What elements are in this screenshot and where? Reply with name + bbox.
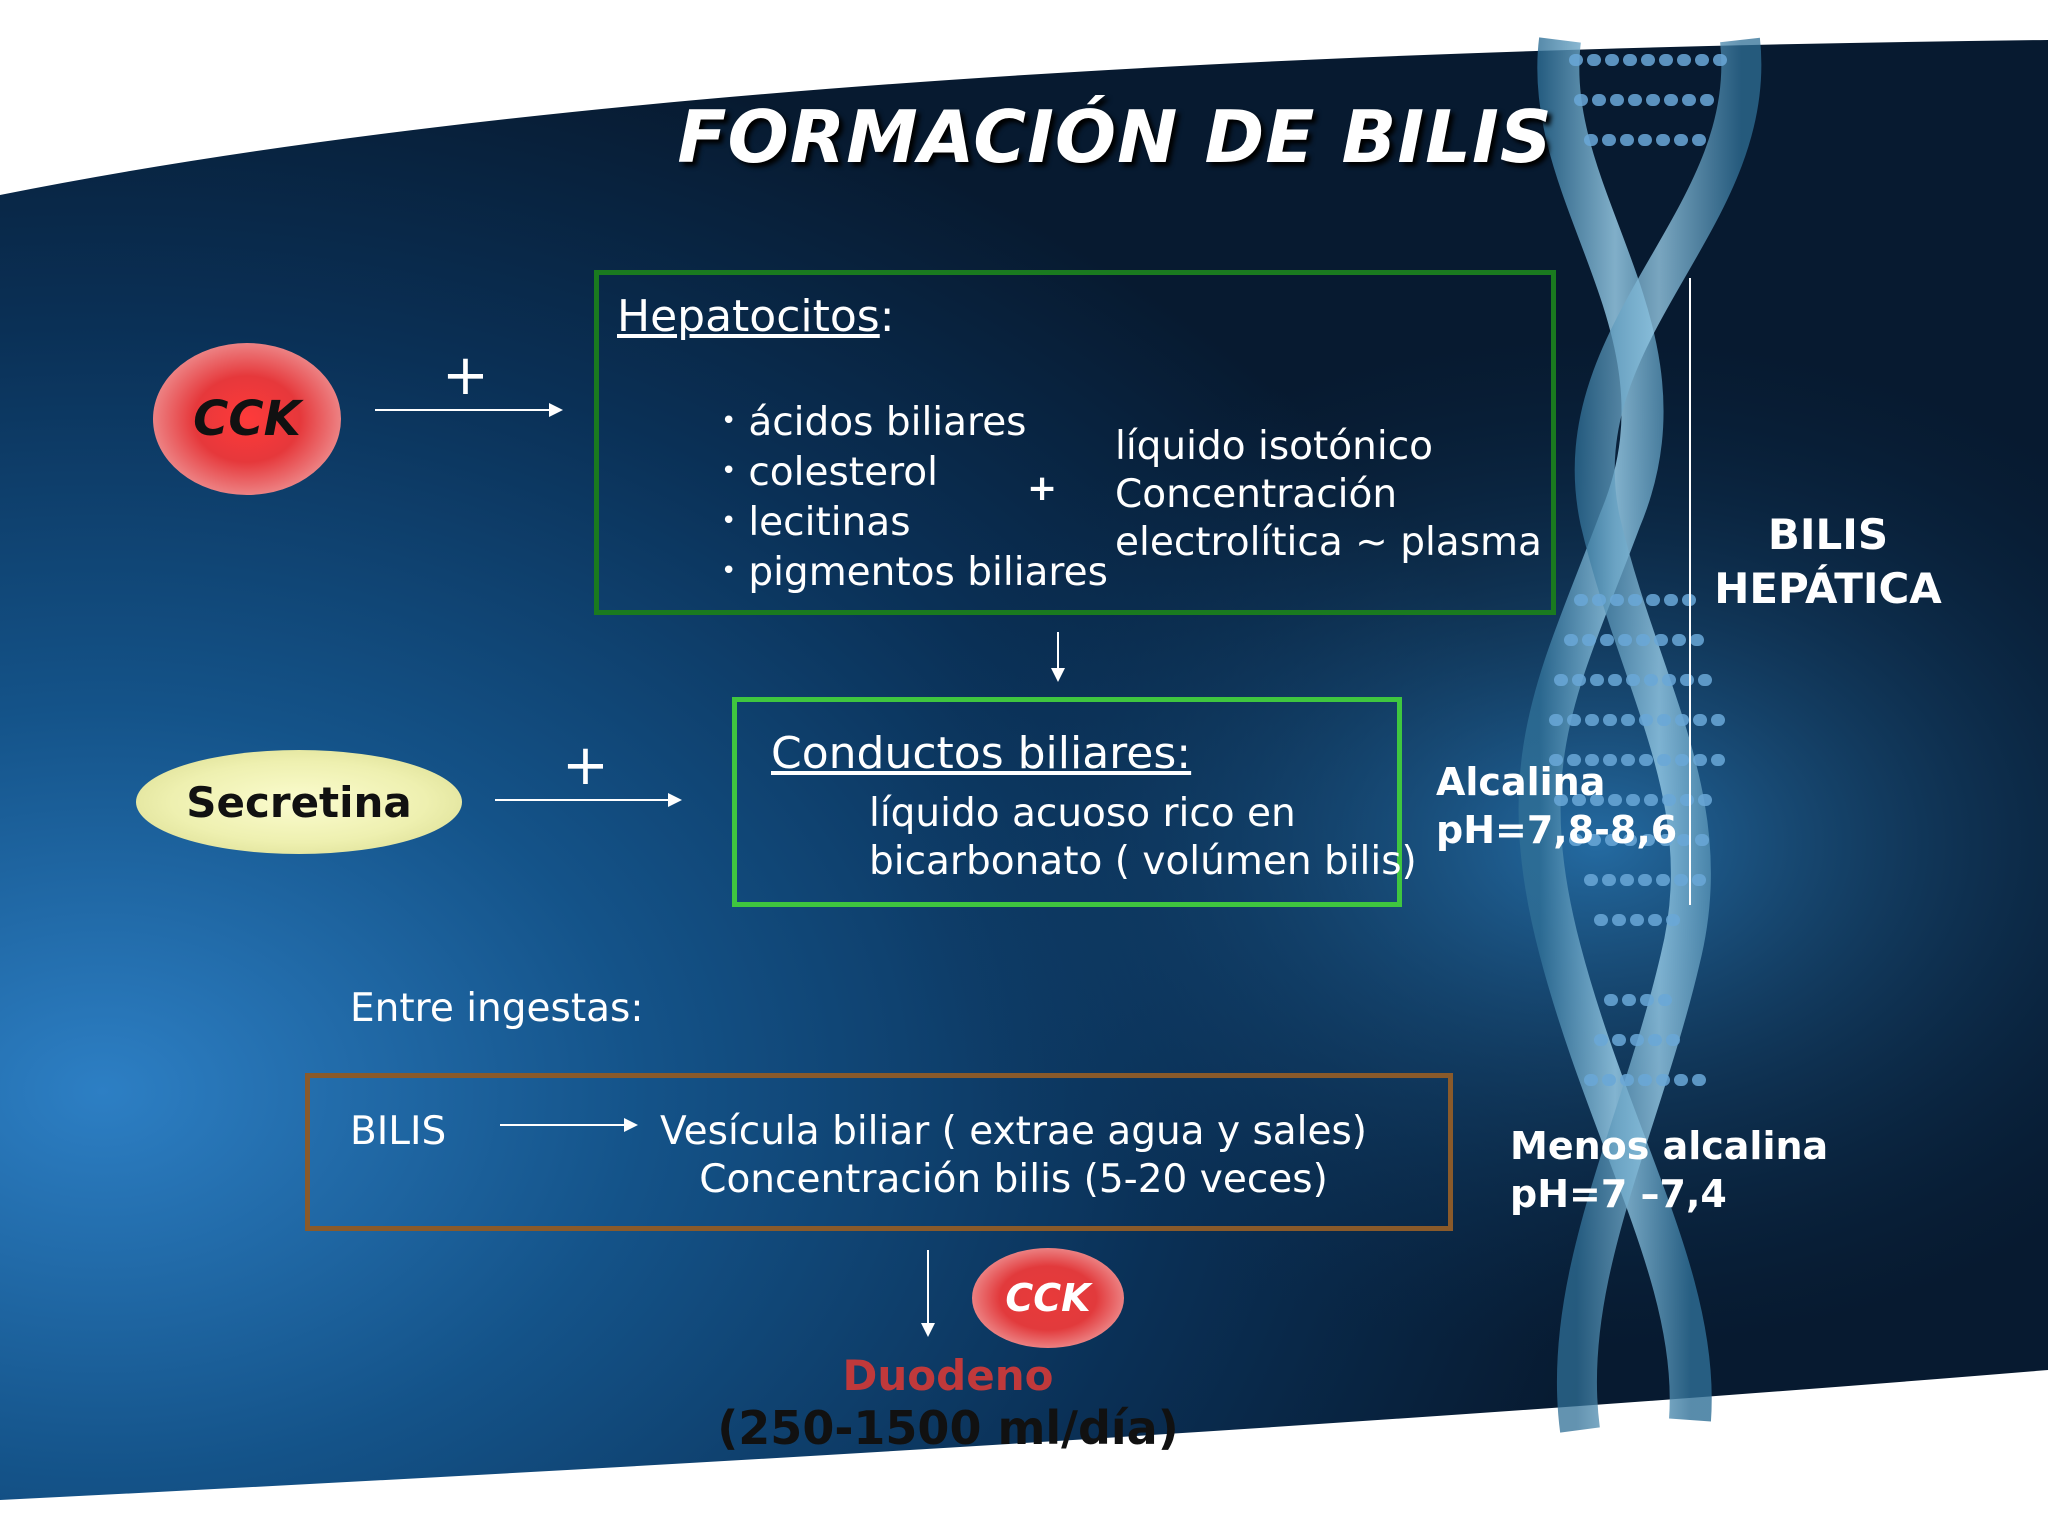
duodeno-label: Duodeno	[842, 1351, 1054, 1400]
cck-hormone-bottom: CCK	[972, 1248, 1124, 1348]
vesicula-description: Vesícula biliar ( extrae agua y sales) C…	[660, 1109, 1368, 1202]
conductos-description: líquido acuoso rico en bicarbonato ( vol…	[869, 791, 1417, 884]
bilis-hepatica-label: BILIS HEPÁTICA	[1714, 510, 1942, 613]
hepatocitos-heading: Hepatocitos:	[617, 291, 895, 342]
secretina-plus: +	[562, 733, 609, 798]
cck-bottom-label: CCK	[1005, 1276, 1091, 1320]
secretina-hormone: Secretina	[136, 750, 462, 854]
cck-top-label: CCK	[193, 391, 301, 447]
list-item: lecitinas	[721, 497, 1108, 547]
list-item: colesterol	[721, 447, 1108, 497]
cck-top-plus: +	[442, 343, 489, 408]
conductos-heading: Conductos biliares:	[771, 728, 1192, 779]
slide-title: FORMACIÓN DE BILIS	[677, 95, 1553, 179]
menos-alcalina-label: Menos alcalina pH=7 –7,4	[1510, 1124, 1829, 1216]
secretina-label: Secretina	[186, 777, 412, 827]
hepatocitos-plus: +	[1027, 468, 1058, 509]
hepatocitos-description: líquido isotónico Concentración electrol…	[1115, 424, 1542, 565]
conductos-box: Conductos biliares: líquido acuoso rico …	[732, 697, 1417, 907]
vesicula-box: BILIS Vesícula biliar ( extrae agua y sa…	[305, 1073, 1453, 1231]
list-item: pigmentos biliares	[721, 547, 1108, 597]
bilis-source-label: BILIS	[350, 1109, 447, 1154]
list-item: ácidos biliares	[721, 397, 1108, 447]
hepatocitos-list: ácidos biliares colesterol lecitinas pig…	[721, 397, 1108, 597]
dna-helix	[1518, 37, 1762, 1433]
bile-volume-label: (250-1500 ml/día)	[717, 1401, 1179, 1455]
hepatocitos-box: Hepatocitos: ácidos biliares colesterol …	[594, 270, 1556, 615]
entre-ingestas-label: Entre ingestas:	[350, 986, 644, 1031]
cck-hormone-top: CCK	[153, 343, 341, 495]
alcalina-label: Alcalina pH=7,8-8,6	[1436, 760, 1678, 852]
